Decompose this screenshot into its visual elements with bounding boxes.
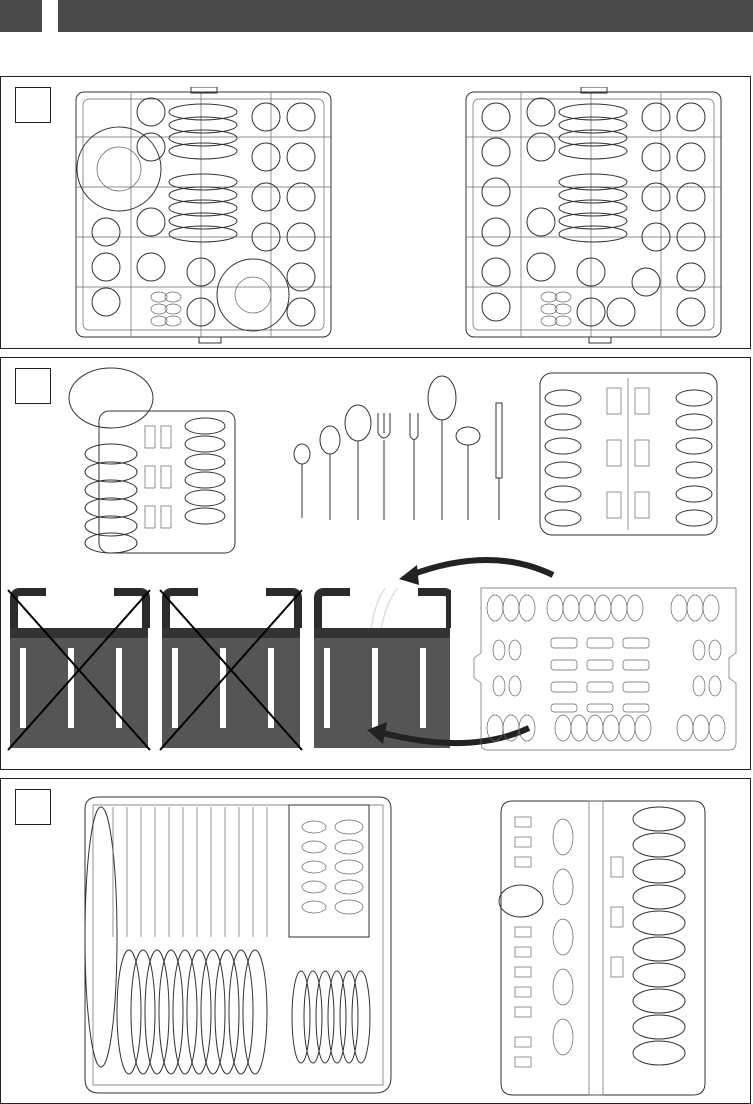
lower-basket-plates-illustration [79, 787, 397, 1099]
header-tab [0, 0, 42, 32]
basket-incorrect-2 [160, 590, 302, 750]
header-bar [58, 0, 753, 32]
panel-cutlery [0, 357, 751, 770]
step-number-box [15, 789, 51, 825]
upper-basket-illustration-left [71, 87, 336, 345]
small-items-rack-illustration [67, 366, 239, 558]
panel-lower-basket [0, 778, 751, 1104]
basket-incorrect-1 [8, 590, 150, 750]
cutlery-tray-top-view-illustration [471, 578, 746, 758]
cutlery-tray-insert-illustration [537, 370, 720, 538]
upper-basket-illustration-right [461, 87, 726, 345]
step-number-box [15, 368, 51, 404]
lower-basket-bowls-illustration [493, 797, 711, 1099]
panel-upper-basket [0, 76, 751, 349]
cutlery-items-illustration [286, 368, 511, 523]
step-number-box [15, 87, 51, 123]
